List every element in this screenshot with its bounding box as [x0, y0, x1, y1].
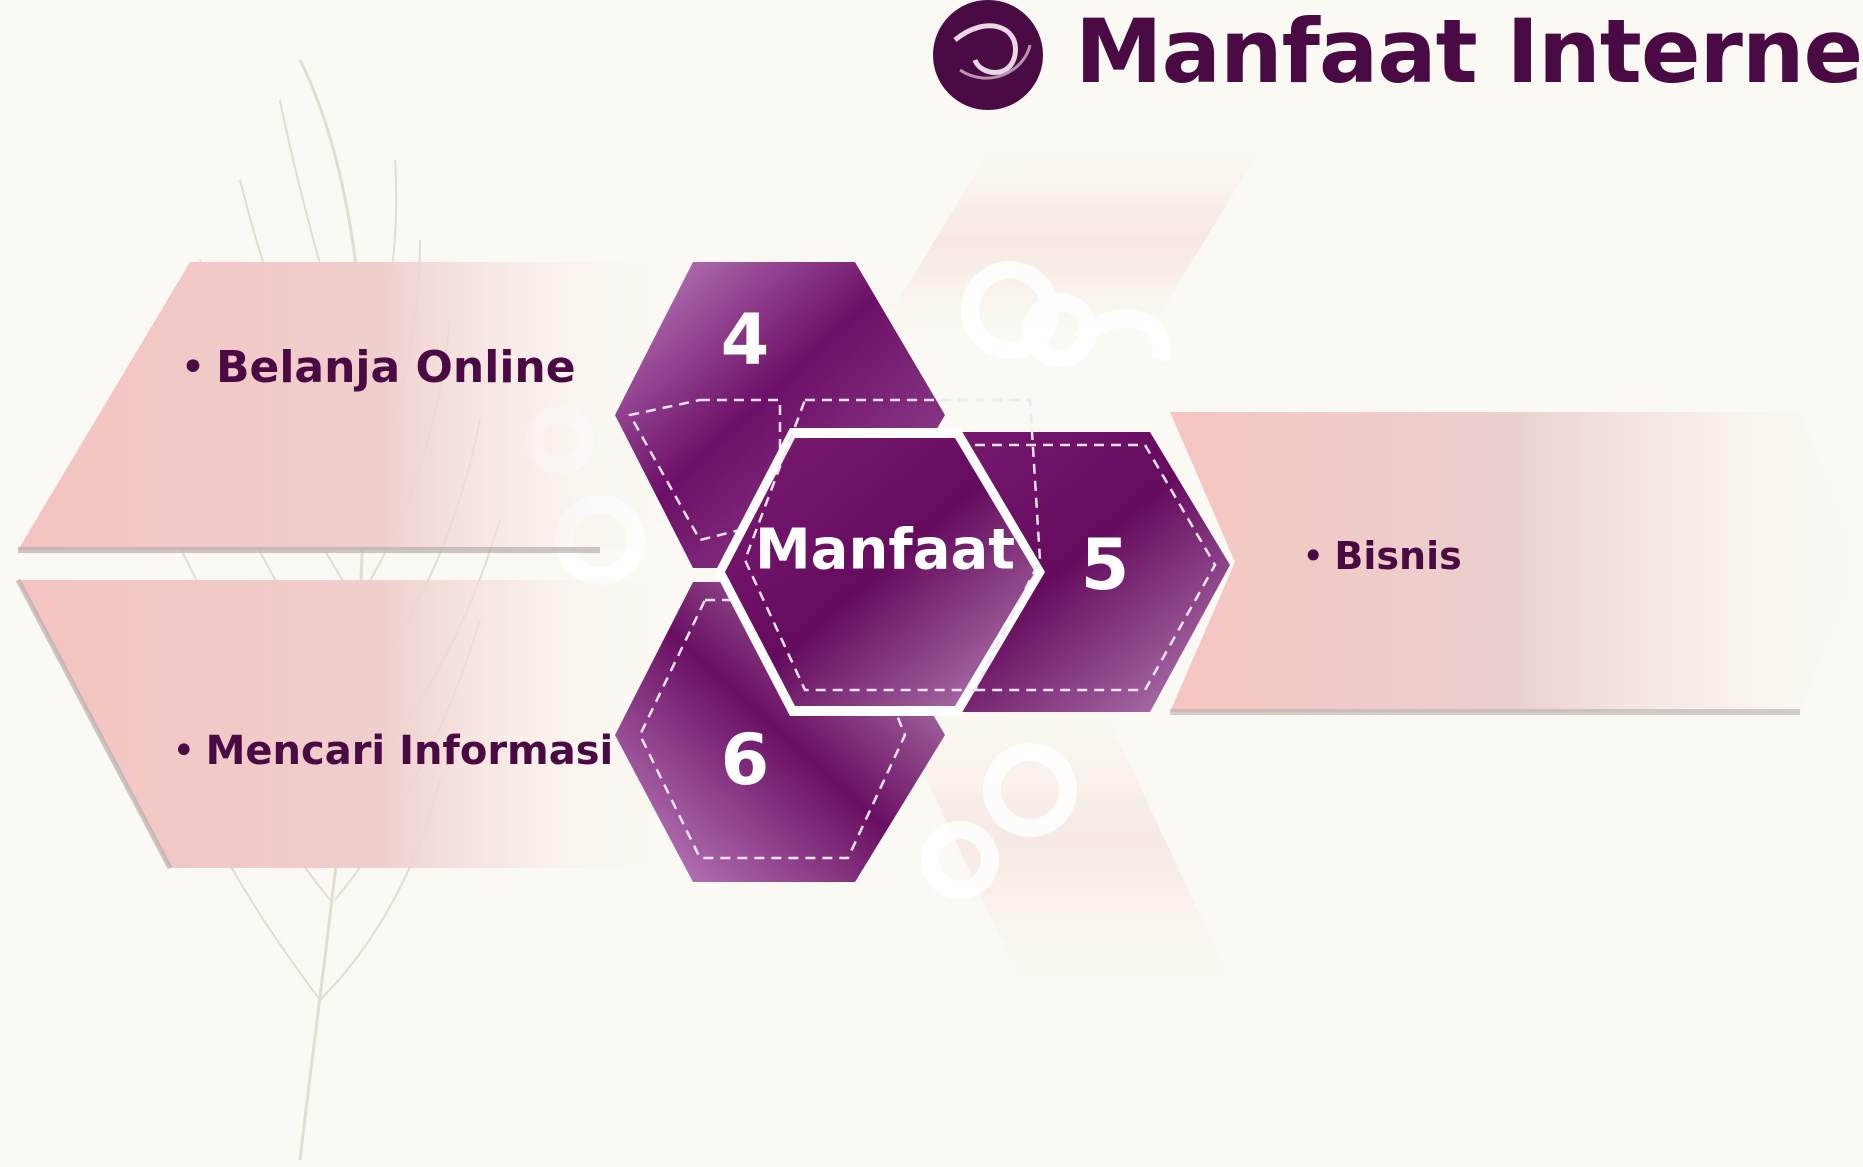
hexagon-number-5: 5 [1080, 524, 1130, 606]
bullet-icon: • [180, 342, 206, 393]
bullet-icon: • [1302, 534, 1325, 578]
center-label: Manfaat [754, 517, 1016, 583]
arrow-shape-mencari [18, 580, 680, 868]
item-label-belanja: •Belanja Online [180, 342, 576, 393]
arrow-shape-belanja [18, 262, 680, 550]
arrow-shape-bisnis [1170, 412, 1860, 712]
logo-swirl-icon [933, 0, 1043, 110]
item-label-mencari: •Mencari Informasi [172, 728, 614, 774]
hexagon-number-6: 6 [720, 719, 770, 801]
item-label-bisnis: •Bisnis [1302, 534, 1462, 578]
bullet-icon: • [172, 728, 196, 774]
hexagon-number-4: 4 [720, 299, 770, 381]
page-title: Manfaat Internet [1075, 0, 1863, 103]
